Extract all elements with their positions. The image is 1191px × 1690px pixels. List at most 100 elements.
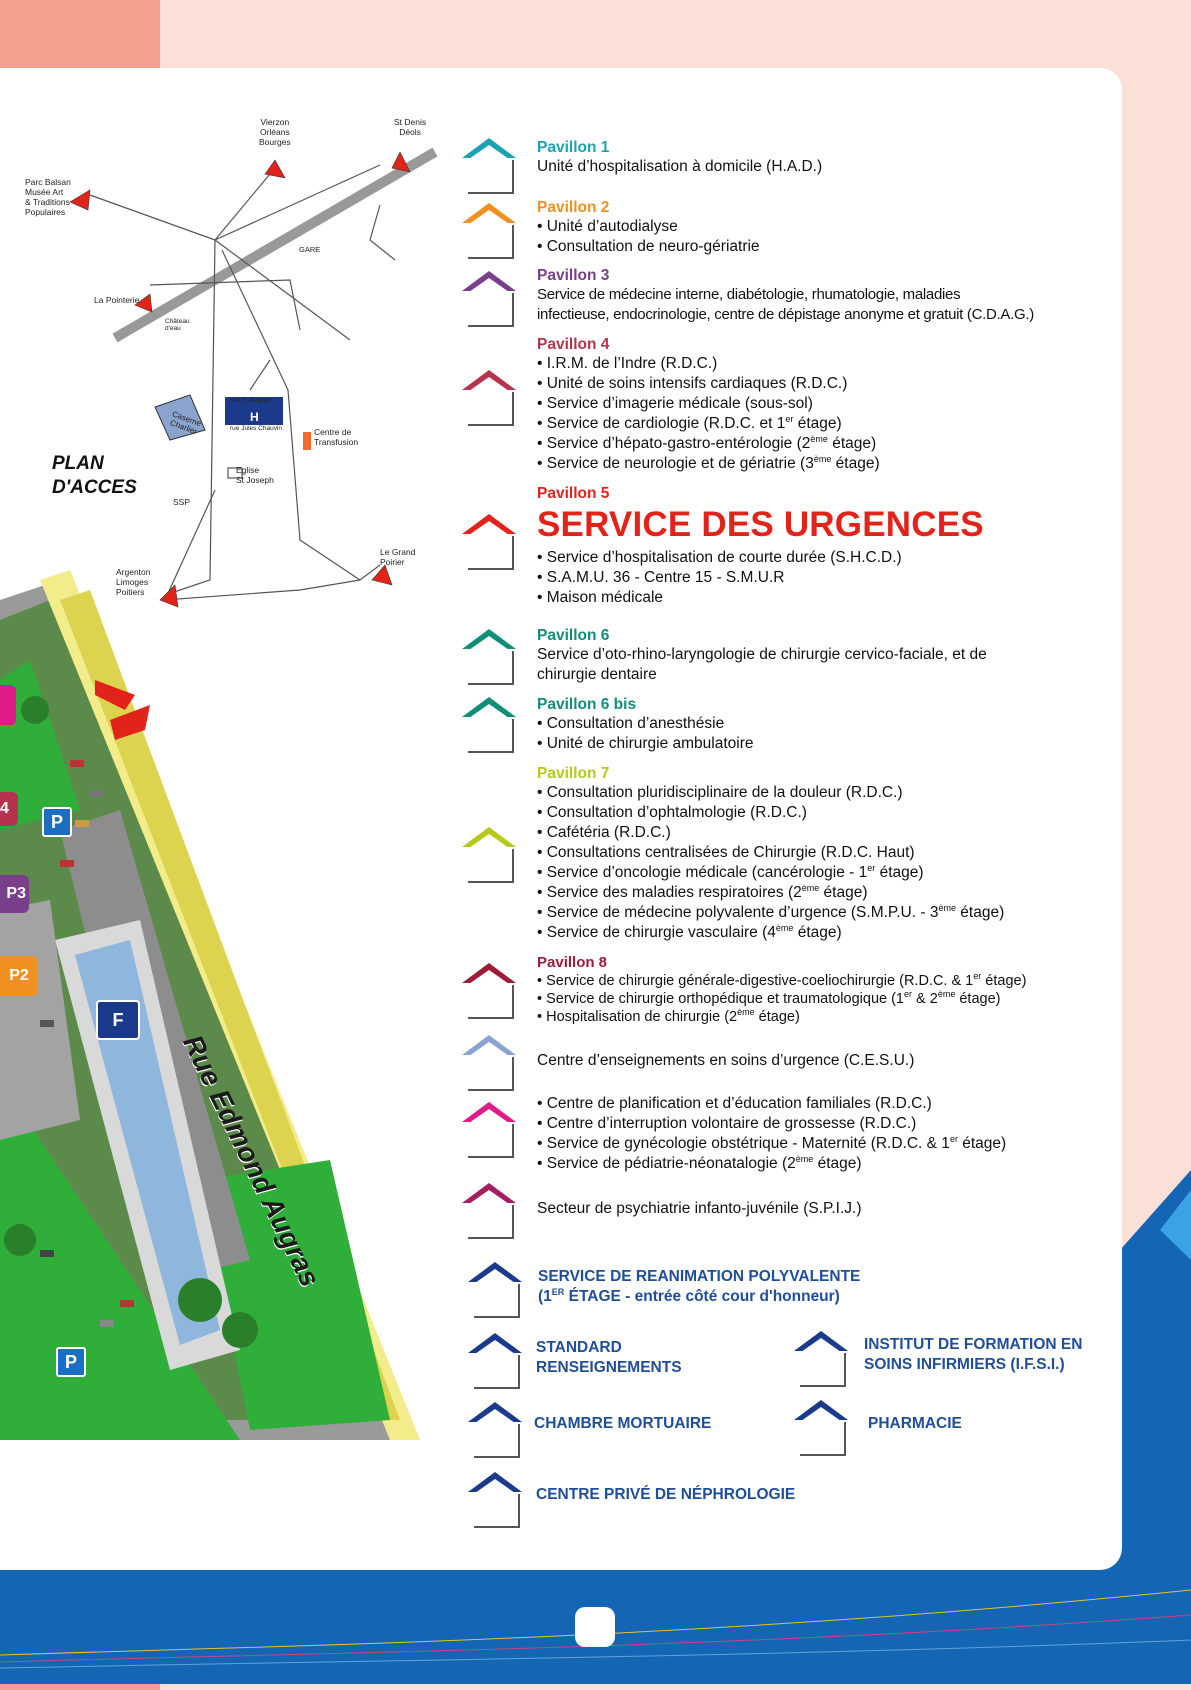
corner-decoration-top: [0, 0, 160, 68]
p1-house-icon: P1: [460, 138, 518, 196]
p4-house-icon: P4: [460, 370, 518, 428]
pavilion-line: • Service d’hospitalisation de courte du…: [537, 549, 902, 566]
building-d-label: CENTRE PRIVÉ DE NÉPHROLOGIE: [536, 1486, 796, 1503]
pavilion-line: Secteur de psychiatrie infanto-juvénile …: [537, 1200, 862, 1217]
pavilion-line: • Service d’oncologie médicale (cancérol…: [537, 862, 924, 881]
pavilion-line: • Service de neurologie et de gériatrie …: [537, 453, 880, 472]
emergency-headline: SERVICE DES URGENCES: [537, 505, 984, 544]
pavilion-title: Pavillon 8: [537, 954, 608, 971]
p5-house-icon: P5: [460, 514, 518, 572]
pavilion-line: • Service de pédiatrie-néonatalogie (2èm…: [537, 1153, 862, 1172]
pavilion-title: Pavillon 6: [537, 627, 610, 644]
building-d-house-icon: D: [466, 1472, 524, 1530]
pavilion-line: chirurgie dentaire: [537, 666, 657, 683]
pavilion-line: • S.A.M.U. 36 - Centre 15 - S.M.U.R: [537, 569, 785, 586]
pavilion-title: Pavillon 1: [537, 139, 610, 156]
pavilion-line: Service de médecine interne, diabétologi…: [537, 286, 961, 303]
pavilion-line: Service d’oto-rhino-laryngologie de chir…: [537, 646, 987, 663]
pavilion-line: • Service de chirurgie orthopédique et t…: [537, 989, 1001, 1007]
pavilion-line: • Service de cardiologie (R.D.C. et 1er …: [537, 413, 842, 432]
campus-marker-p3: P3: [0, 875, 29, 913]
p3-house-icon: P3: [460, 271, 518, 329]
page-number-tab: [575, 1607, 615, 1647]
p8-house-icon: P8: [460, 963, 518, 1021]
pavilion-line: Unité d’hospitalisation à domicile (H.A.…: [537, 158, 823, 175]
red-arrow-icons: [69, 151, 411, 608]
p7-house-icon: P7: [460, 827, 518, 885]
p10-house-icon: P10: [460, 1035, 518, 1093]
entrance-arrow-icons: [95, 680, 150, 740]
map-label-rue-jules: rue Jules Chauvin: [230, 425, 283, 432]
pavilion-line: • Consultation d’ophtalmologie (R.D.C.): [537, 804, 807, 821]
pavilion-line: • I.R.M. de l’Indre (R.D.C.): [537, 355, 718, 372]
pavilion-title: Pavillon 2: [537, 199, 610, 216]
building-f-house-icon: F: [792, 1400, 850, 1458]
pavilion-title: Pavillon 3: [537, 267, 610, 284]
building-e-label: INSTITUT DE FORMATION EN SOINS INFIRMIER…: [864, 1336, 1083, 1373]
parking-icon: P: [42, 807, 72, 837]
campus-tree-icons: [4, 696, 258, 1348]
pavilion-line: • Unité d’autodialyse: [537, 218, 678, 235]
p6-house-icon: P6: [460, 629, 518, 687]
pavilion-line: • Service d’imagerie médicale (sous-sol): [537, 395, 813, 412]
campus-marker-p-pink: [0, 685, 16, 725]
access-map-title: PLAN D'ACCES: [52, 453, 137, 498]
building-e-house-icon: E: [792, 1331, 850, 1389]
pavilion-line: • Unité de soins intensifs cardiaques (R…: [537, 375, 848, 392]
pavilion-line: • Service de chirurgie générale-digestiv…: [537, 971, 1027, 989]
pavilion-line: • Service de gynécologie obstétrique - M…: [537, 1133, 1007, 1152]
building-c-house-icon: C: [466, 1402, 524, 1460]
building-b-label: STANDARD RENSEIGNEMENTS: [536, 1339, 682, 1376]
pavilion-line: • Consultation de neuro-gériatrie: [537, 238, 760, 255]
pavilion-title: Pavillon 5: [537, 485, 610, 502]
pavilion-line: • Consultation pluridisciplinaire de la …: [537, 784, 903, 801]
pavilion-line: infectieuse, endocrinologie, centre de d…: [537, 306, 1034, 323]
campus-marker-p4: 4: [0, 792, 18, 826]
pavilion-line: • Service d’hépato-gastro-entérologie (2…: [537, 433, 877, 452]
building-c-label: CHAMBRE MORTUAIRE: [534, 1415, 712, 1432]
pavilion-title: Pavillon 6 bis: [537, 696, 637, 713]
building-a-label: SERVICE DE REANIMATION POLYVALENTE (1ER …: [538, 1268, 861, 1305]
pavilion-line: • Consultations centralisées de Chirurgi…: [537, 844, 915, 861]
pavilion-line: • Hospitalisation de chirurgie (2ème éta…: [537, 1007, 800, 1025]
p12-house-icon: P12: [460, 1183, 518, 1241]
building-f-label: PHARMACIE: [868, 1415, 962, 1432]
pavilion-line: • Centre de planification et d’éducation…: [537, 1095, 932, 1112]
campus-marker-f: F: [96, 1000, 140, 1040]
map-label-la-pointerie: La Pointerie: [94, 295, 140, 305]
campus-marker-p2: P2: [0, 956, 38, 996]
access-map-roads: [69, 147, 438, 608]
building-b-house-icon: B: [466, 1333, 524, 1391]
pavilion-title: Pavillon 7: [537, 765, 610, 782]
building-a-house-icon: A: [466, 1262, 524, 1320]
map-label-rue-augras: rue E. Augras: [231, 397, 271, 404]
right-wave-decoration: [1100, 1170, 1191, 1580]
pavilion-line: • Consultation d’anesthésie: [537, 715, 725, 732]
parking-icon: P: [56, 1347, 86, 1377]
pavilion-line: Centre d’enseignements en soins d’urgenc…: [537, 1052, 915, 1069]
pavilion-line: • Unité de chirurgie ambulatoire: [537, 735, 754, 752]
pavilion-line: • Service de médecine polyvalente d’urge…: [537, 902, 1005, 921]
hospital-h-icon: H: [250, 410, 259, 424]
p11-house-icon: P11: [460, 1102, 518, 1160]
pavilion-title: Pavillon 4: [537, 336, 610, 353]
campus-car-icons: [40, 760, 134, 1327]
pavilion-line: • Service de chirurgie vasculaire (4ème …: [537, 922, 842, 941]
p2-house-icon: P2: [460, 203, 518, 261]
map-label-ssp: SSP: [173, 497, 191, 507]
campus-map: [0, 570, 420, 1440]
pavilion-line: • Service des maladies respiratoires (2è…: [537, 882, 868, 901]
pavilion-line: • Cafétéria (R.D.C.): [537, 824, 671, 841]
pavilion-line: • Centre d’interruption volontaire de gr…: [537, 1115, 917, 1132]
map-label-gare: GARE: [299, 245, 321, 254]
pavilion-line: • Maison médicale: [537, 589, 664, 606]
